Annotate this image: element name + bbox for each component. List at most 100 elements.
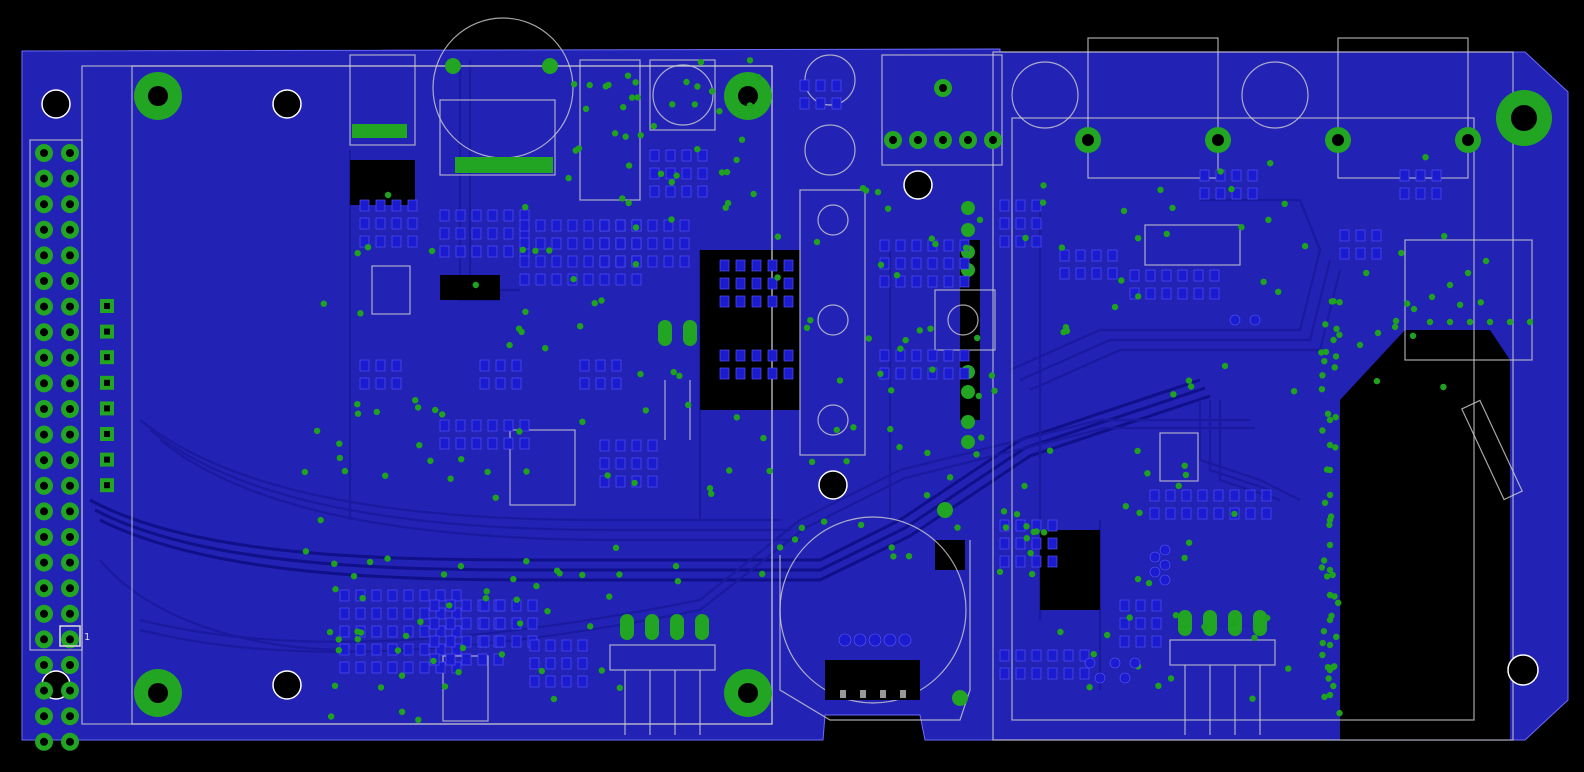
header-pin-hole — [104, 431, 110, 437]
via — [1326, 591, 1334, 599]
via — [1134, 575, 1142, 583]
via — [884, 205, 892, 212]
smd-pad — [439, 245, 450, 258]
via — [928, 235, 935, 242]
header-pin-hole — [40, 379, 48, 388]
via — [862, 187, 870, 194]
via — [888, 387, 895, 394]
smd-pad — [783, 277, 794, 290]
via — [625, 199, 632, 207]
via — [1118, 277, 1125, 284]
via — [1027, 549, 1034, 557]
smd-pad — [1015, 199, 1026, 212]
via — [774, 233, 782, 240]
header-pin-hole — [40, 456, 48, 465]
via — [893, 272, 901, 279]
via — [336, 454, 343, 462]
smd-pad — [719, 259, 730, 272]
via — [808, 458, 816, 465]
via — [1456, 301, 1464, 308]
smd-pad — [1059, 267, 1070, 280]
via — [523, 468, 530, 475]
header-pin-hole — [40, 558, 48, 567]
smd-pad — [911, 275, 922, 288]
smd-pad — [783, 295, 794, 308]
smd-pad — [1015, 555, 1026, 568]
smd-pad — [1031, 537, 1042, 550]
via — [1022, 234, 1029, 242]
via — [631, 479, 638, 487]
via — [522, 203, 529, 211]
via — [1090, 651, 1097, 658]
smd-pad — [1247, 169, 1258, 182]
via — [843, 458, 850, 465]
smd-pad — [1135, 635, 1146, 648]
via — [673, 172, 680, 179]
smd-pad — [511, 359, 522, 372]
via — [331, 560, 338, 567]
smd-pad — [1149, 489, 1160, 502]
via — [579, 571, 586, 579]
smd-pad — [1161, 287, 1172, 300]
smd-pad — [1415, 169, 1426, 182]
smd-pad — [583, 255, 594, 268]
via — [996, 568, 1004, 575]
via — [1290, 388, 1298, 395]
smd-pad — [487, 227, 498, 240]
smd-pad — [999, 649, 1010, 662]
via — [1464, 269, 1472, 277]
smd-pad — [339, 607, 350, 620]
smd-pad — [735, 349, 746, 362]
smd-pad — [495, 617, 506, 630]
via — [457, 562, 465, 570]
via — [1039, 199, 1047, 206]
smd-pad — [895, 367, 906, 380]
via — [1217, 168, 1224, 175]
smd-pad — [1355, 247, 1366, 260]
via — [430, 657, 437, 665]
smd-pad — [451, 589, 462, 602]
via — [1326, 516, 1334, 524]
smd-pad — [435, 661, 446, 674]
mounting-holes — [41, 72, 1552, 717]
smd-pad — [943, 275, 954, 288]
smd-pad — [1371, 229, 1382, 242]
via — [1013, 511, 1021, 518]
header-pin-hole — [40, 149, 48, 157]
via — [1275, 288, 1282, 295]
via — [724, 199, 732, 207]
via — [354, 401, 361, 408]
smd-pad — [611, 359, 622, 372]
smd-pad — [751, 259, 762, 272]
smd-pad — [631, 273, 642, 286]
via — [1326, 491, 1334, 499]
via — [1321, 358, 1328, 365]
via — [1426, 318, 1434, 326]
via — [1040, 529, 1048, 536]
via — [544, 608, 551, 615]
smd-pad — [567, 237, 578, 250]
smd-pad — [487, 419, 498, 432]
via — [440, 571, 448, 578]
header-pin-hole — [40, 251, 48, 260]
via — [519, 246, 526, 253]
smd-pad — [1339, 247, 1350, 260]
smd-pad — [1047, 649, 1058, 662]
smd-pad — [561, 639, 572, 652]
smd-pad — [735, 259, 746, 272]
via — [533, 582, 540, 590]
via — [611, 130, 619, 137]
via — [620, 104, 627, 111]
smd-pad — [519, 419, 530, 432]
smd-pad — [479, 359, 490, 372]
via — [498, 651, 506, 658]
smd-pad — [831, 79, 842, 92]
smd-pad — [435, 625, 446, 638]
via — [1046, 447, 1054, 454]
via — [642, 407, 649, 414]
smd-pad — [649, 149, 660, 162]
smd-pad — [1031, 649, 1042, 662]
via — [776, 544, 784, 551]
smd-pad — [783, 259, 794, 272]
header-pin-hole — [66, 609, 74, 618]
